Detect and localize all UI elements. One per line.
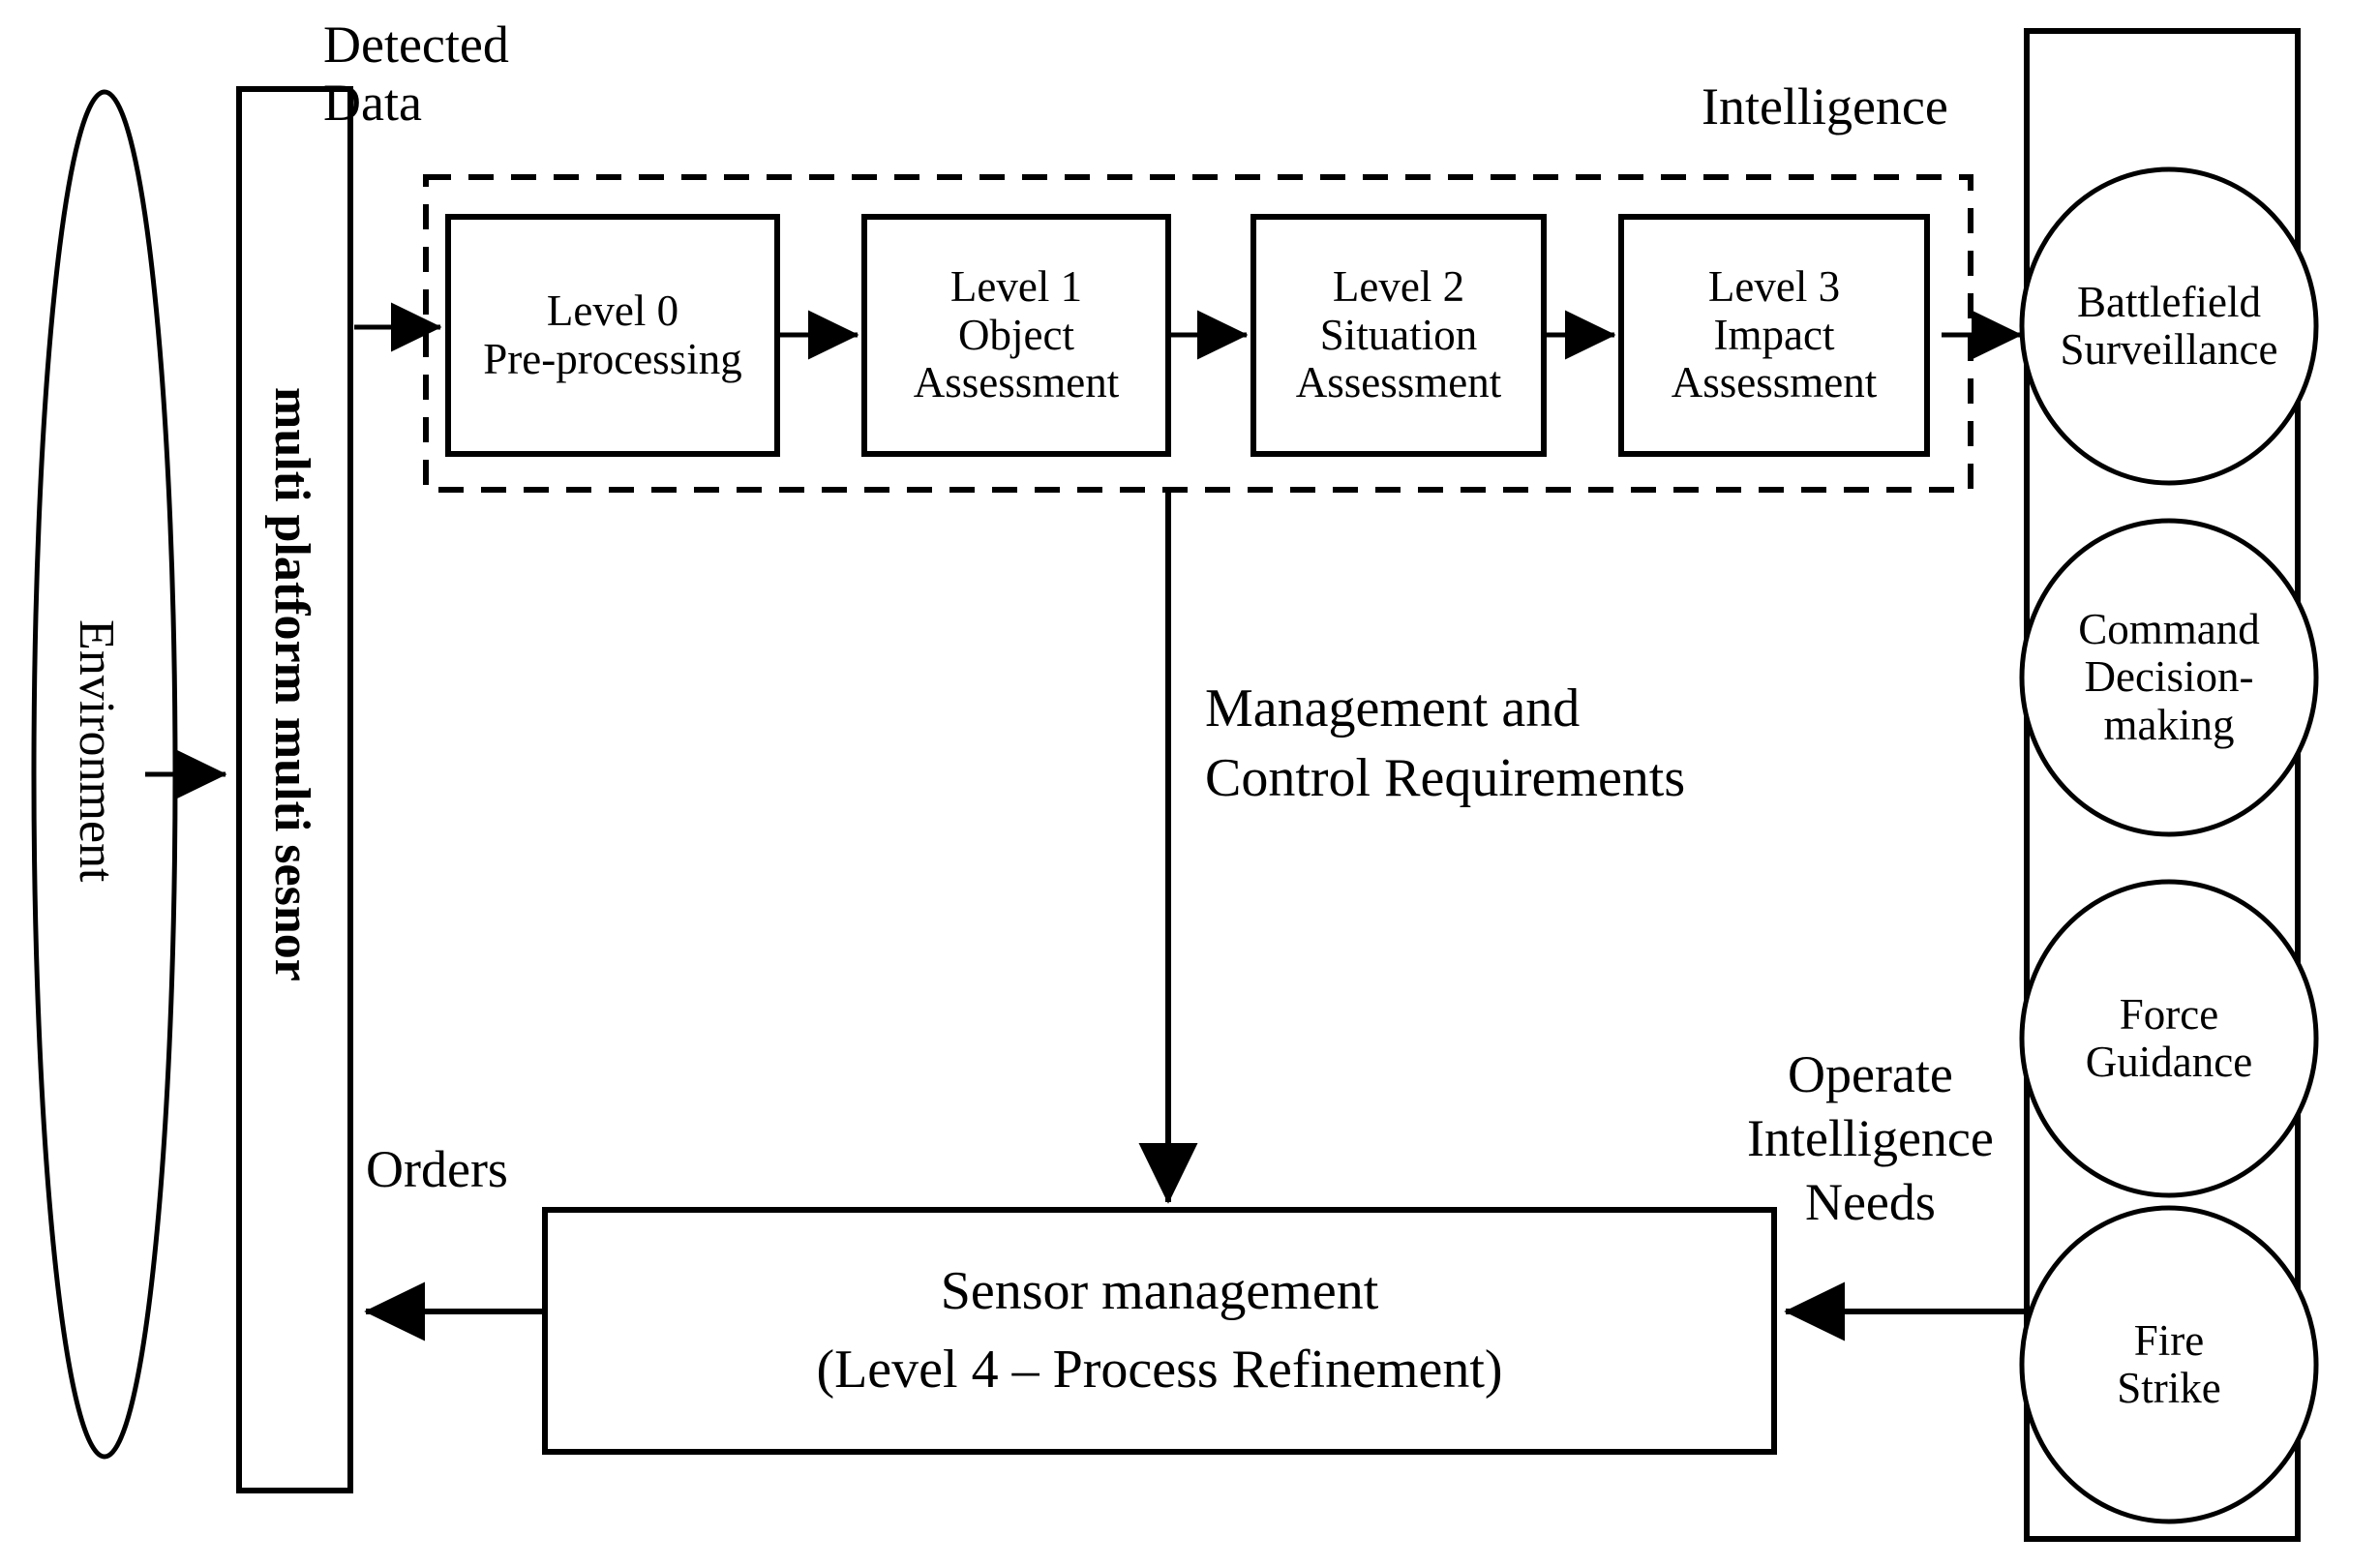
detected-data-label: Detected Data bbox=[323, 15, 509, 133]
battlefield-surveillance-ellipse bbox=[2019, 166, 2319, 486]
level-1-box bbox=[861, 214, 1171, 457]
force-guidance-line2: Guidance bbox=[2085, 1038, 2253, 1086]
level-0-line1: Level 0 bbox=[546, 286, 679, 335]
level-1-line3: Assessment bbox=[913, 358, 1120, 407]
command-decision-making-line1: Command bbox=[2078, 604, 2260, 653]
battlefield-surveillance-line1: Battlefield bbox=[2077, 277, 2261, 326]
fire-strike-line1: Fire bbox=[2133, 1315, 2205, 1365]
level-2-line1: Level 2 bbox=[1332, 262, 1465, 312]
battlefield-surveillance-text: Battlefield Surveillance bbox=[2022, 247, 2316, 406]
fire-strike-text: Fire Strike bbox=[2022, 1285, 2316, 1444]
level-2-box bbox=[1250, 214, 1547, 457]
fire-strike-ellipse bbox=[2019, 1205, 2319, 1524]
sensor-management-box bbox=[542, 1207, 1777, 1455]
force-guidance-line1: Force bbox=[2119, 989, 2219, 1039]
level-2-text: Level 2 Situation Assessment bbox=[1253, 217, 1544, 454]
force-guidance-ellipse bbox=[2019, 879, 2319, 1198]
level-3-line3: Assessment bbox=[1671, 358, 1878, 407]
sensor-bar-rect bbox=[236, 86, 353, 1493]
level-2-line2: Situation bbox=[1319, 310, 1478, 359]
level-1-line1: Level 1 bbox=[949, 262, 1083, 312]
sensor-management-line1: Sensor management bbox=[940, 1260, 1379, 1321]
command-decision-making-line2: Decision- bbox=[2084, 652, 2254, 702]
level-1-line2: Object bbox=[958, 310, 1074, 359]
operate-intelligence-needs-label: Operate Intelligence Needs bbox=[1747, 1045, 1994, 1231]
level-1-text: Level 1 Object Assessment bbox=[864, 217, 1168, 454]
level-0-line2: Pre-processing bbox=[483, 334, 742, 383]
command-decision-making-line3: making bbox=[2103, 700, 2235, 749]
orders-label: Orders bbox=[366, 1140, 508, 1198]
level-0-box bbox=[445, 214, 780, 457]
sensor-management-text: Sensor management (Level 4 – Process Ref… bbox=[545, 1210, 1774, 1452]
force-guidance-text: Force Guidance bbox=[2022, 959, 2316, 1118]
battlefield-surveillance-line2: Surveillance bbox=[2060, 325, 2278, 374]
management-control-requirements-label: Management and Control Requirements bbox=[1205, 678, 1686, 808]
level-0-text: Level 0 Pre-processing bbox=[448, 217, 777, 454]
level-2-line3: Assessment bbox=[1295, 358, 1502, 407]
level-3-line1: Level 3 bbox=[1707, 262, 1841, 312]
environment-label: Environment bbox=[69, 619, 124, 883]
level-3-box bbox=[1618, 214, 1930, 457]
intelligence-label: Intelligence bbox=[1702, 77, 1948, 136]
command-decision-making-ellipse bbox=[2019, 518, 2319, 837]
fire-strike-line2: Strike bbox=[2117, 1364, 2221, 1412]
level-3-text: Level 3 Impact Assessment bbox=[1621, 217, 1927, 454]
level-3-line2: Impact bbox=[1713, 310, 1835, 359]
sensor-bar-label: multi platform multi sesnor bbox=[264, 387, 319, 981]
command-decision-making-text: Command Decision- making bbox=[2022, 576, 2316, 779]
sensor-management-line2: (Level 4 – Process Refinement) bbox=[816, 1340, 1503, 1400]
